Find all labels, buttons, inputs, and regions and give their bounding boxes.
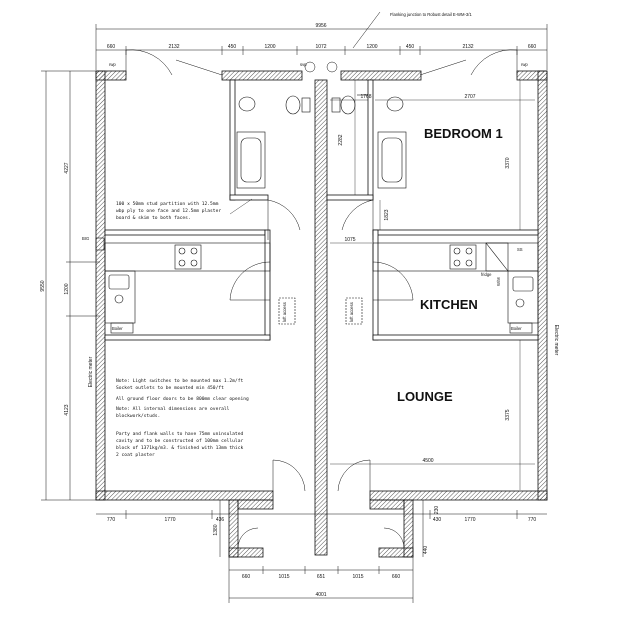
note-line: cavity and to be constructed of 100mm ce… xyxy=(116,438,243,444)
dim-1075: 1075 xyxy=(344,237,355,243)
rear-doors xyxy=(125,49,518,76)
electric-meter-left: Electric meter xyxy=(88,356,94,387)
top-dim-label: 660 xyxy=(107,44,116,50)
note-line: Note: All internal dimensions are overal… xyxy=(116,406,230,412)
porch-dim-label: 660 xyxy=(242,574,251,580)
note-line: board & skim to both faces. xyxy=(116,215,191,221)
note-line: 2 coat plaster xyxy=(116,452,155,458)
porch-width: 4001 xyxy=(315,592,326,598)
general-notes: Note: Light switches to be mounted max 1… xyxy=(116,378,249,458)
outer-walls xyxy=(95,70,548,558)
porch-dim-labels: 660 1015 651 1015 660 4001 xyxy=(242,574,401,598)
internal-partitions xyxy=(104,79,539,341)
partition-note: 100 x 50mm stud partition with 12.5mm wb… xyxy=(116,201,221,221)
overall-width: 9956 xyxy=(315,23,326,29)
rwp-right: rwp xyxy=(521,62,528,67)
loft-access-right: loft access xyxy=(349,302,354,322)
bottom-dim-label: 770 xyxy=(528,517,537,523)
room-bedroom: BEDROOM 1 xyxy=(424,126,503,141)
internal-doors xyxy=(229,199,414,549)
overall-depth: 9550 xyxy=(40,280,46,291)
bottom-dim-labels: 770 1770 436 430 1770 770 xyxy=(107,517,537,523)
note-line: 100 x 50mm stud partition with 12.5mm xyxy=(116,201,219,207)
note-line: Note: Light switches to be mounted max 1… xyxy=(116,378,243,384)
dim-3375: 3375 xyxy=(505,409,511,420)
porch-side-dim: 440 xyxy=(423,546,429,555)
top-dim-label: 2132 xyxy=(168,44,179,50)
dim-4500: 4500 xyxy=(422,458,433,464)
top-dim-label: 1200 xyxy=(366,44,377,50)
left-dim-label: 4227 xyxy=(64,162,70,173)
top-dim-label: 660 xyxy=(528,44,537,50)
svp-label: svp xyxy=(300,62,307,67)
bottom-dimensions xyxy=(96,500,547,603)
porch-dim-label: 1015 xyxy=(278,574,289,580)
boiler-right: Boiler xyxy=(511,326,522,331)
dim-1768: 1768 xyxy=(360,94,371,100)
note-line: blockwork/studs. xyxy=(116,413,160,419)
dim-1823: 1823 xyxy=(384,209,390,220)
ss-label: SS xyxy=(517,247,523,252)
porch-side-dim: 230 xyxy=(434,506,440,515)
bathroom-fixtures xyxy=(236,94,407,189)
dim-2707: 2707 xyxy=(464,94,475,100)
porch-dim-label: 660 xyxy=(392,574,401,580)
top-dim-labels: 660 2132 450 1200 1072 1200 450 2132 660 xyxy=(107,44,537,50)
bottom-dim-label: 436 xyxy=(216,517,225,523)
note-line: Party and flank walls to have 75mm unins… xyxy=(116,431,243,437)
top-dim-label: 450 xyxy=(228,44,237,50)
interior-dimensions xyxy=(330,80,535,490)
bottom-dim-label: 770 xyxy=(107,517,116,523)
left-dim-label: 1200 xyxy=(64,283,70,294)
dim-3370: 3370 xyxy=(505,157,511,168)
bottom-dim-label: 1770 xyxy=(464,517,475,523)
top-dim-label: 1200 xyxy=(264,44,275,50)
porch-dim-label: 651 xyxy=(317,574,326,580)
kitchen-fixtures xyxy=(95,237,539,334)
left-dimensions xyxy=(41,70,100,501)
note-line: Socket outlets to be mounted min 450/ft xyxy=(116,385,224,391)
note-line: wbp ply to one face and 12.5mm plaster xyxy=(116,208,221,214)
fridge-label: fridge xyxy=(481,272,492,277)
room-lounge: LOUNGE xyxy=(397,389,453,404)
rwp-left: rwp xyxy=(109,62,116,67)
bottom-dim-label: 430 xyxy=(433,517,442,523)
top-dim-label: 2132 xyxy=(462,44,473,50)
flanking-note: Flanking junction to Robust detail E-WM-… xyxy=(390,12,472,17)
boiler-left: Boiler xyxy=(112,326,123,331)
top-dimensions xyxy=(95,11,548,70)
top-dim-label: 450 xyxy=(406,44,415,50)
wm-label: W/M xyxy=(496,277,501,286)
bottom-dim-label: 1770 xyxy=(164,517,175,523)
room-kitchen: KITCHEN xyxy=(420,297,478,312)
top-dim-label: 1072 xyxy=(315,44,326,50)
note-line: block of 1371kg/m3. & finished with 13mm… xyxy=(116,445,243,451)
note-line: All ground floor doors to be 800mm clear… xyxy=(116,396,249,402)
porch-side-dim: 1380 xyxy=(213,524,219,535)
big-label: BIG xyxy=(82,236,89,241)
partition-leader xyxy=(229,198,253,215)
electric-meter-right: Electric meter xyxy=(553,325,559,356)
loft-access-left: loft access xyxy=(282,302,287,322)
porch-dim-label: 1015 xyxy=(352,574,363,580)
left-dim-label: 4123 xyxy=(64,404,70,415)
dim-2282: 2282 xyxy=(338,134,344,145)
